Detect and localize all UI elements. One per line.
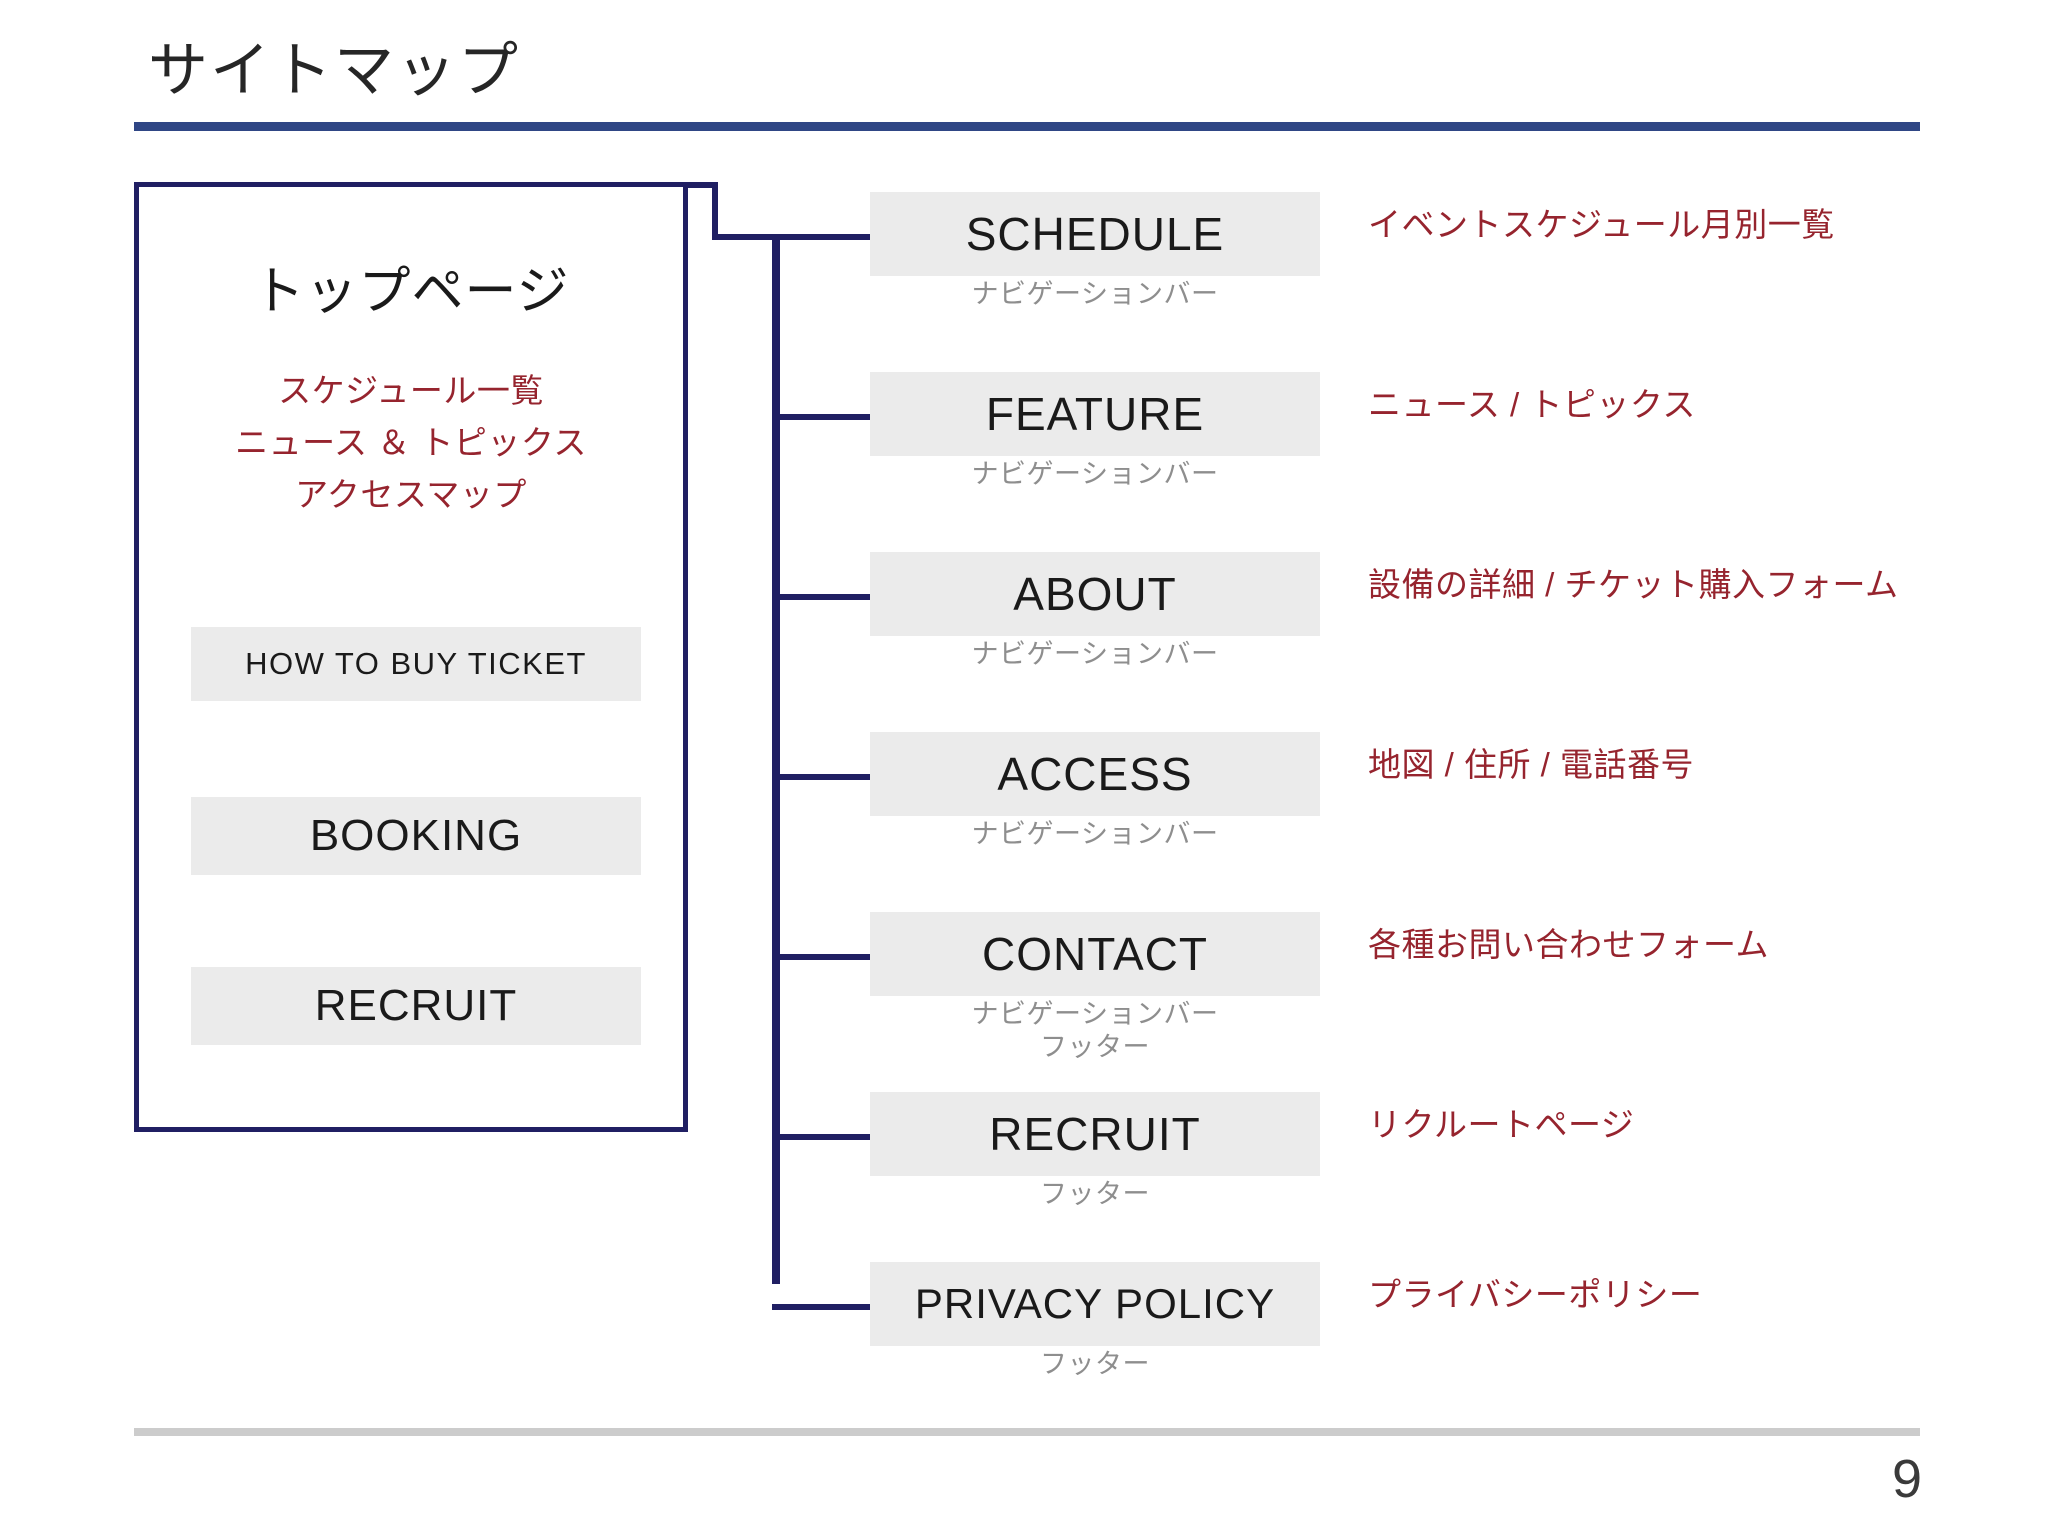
node-note-privacy-policy: プライバシーポリシー	[1368, 1276, 1703, 1313]
node-sublabel: フッター	[1040, 1031, 1150, 1062]
node-about: ABOUT ナビゲーションバー	[870, 552, 1320, 671]
top-page-chip-how-to-buy-ticket[interactable]: HOW TO BUY TICKET	[191, 627, 641, 701]
node-recruit: RECRUIT フッター	[870, 1092, 1320, 1211]
page-title: サイトマップ	[148, 37, 520, 104]
node-note-schedule: イベントスケジュール月別一覧	[1368, 206, 1835, 243]
node-sublabel: ナビゲーションバー	[971, 279, 1219, 309]
connector-branch-feature	[772, 414, 870, 420]
top-page-chip-recruit[interactable]: RECRUIT	[191, 967, 641, 1045]
connector-stub-vertical	[712, 182, 718, 240]
node-note-access: 地図 / 住所 / 電話番号	[1368, 746, 1695, 783]
top-page-link: アクセスマップ	[295, 476, 527, 514]
top-page-title: トップページ	[252, 263, 570, 321]
node-label-access[interactable]: ACCESS	[870, 732, 1320, 816]
node-sublabel: フッター	[1040, 1349, 1150, 1379]
connector-stub-horizontal	[688, 182, 718, 188]
node-feature: FEATURE ナビゲーションバー	[870, 372, 1320, 491]
top-page-link-list: スケジュール一覧 ニュース ＆ トピックス アクセスマップ	[139, 365, 683, 521]
node-sublabels-contact: ナビゲーションバー フッター	[870, 998, 1320, 1064]
connector-trunk	[772, 234, 780, 1284]
node-schedule: SCHEDULE ナビゲーションバー	[870, 192, 1320, 311]
node-label-feature[interactable]: FEATURE	[870, 372, 1320, 456]
title-divider	[134, 122, 1920, 131]
node-sublabels-access: ナビゲーションバー	[870, 818, 1320, 851]
node-label-privacy-policy[interactable]: PRIVACY POLICY	[870, 1262, 1320, 1346]
node-label-about[interactable]: ABOUT	[870, 552, 1320, 636]
node-label-contact[interactable]: CONTACT	[870, 912, 1320, 996]
page-number: 9	[1891, 1449, 1922, 1509]
top-page-chip-booking[interactable]: BOOKING	[191, 797, 641, 875]
node-sublabel: ナビゲーションバー	[971, 999, 1219, 1029]
node-sublabels-feature: ナビゲーションバー	[870, 458, 1320, 491]
connector-branch-privacy-policy	[772, 1304, 870, 1310]
top-page-link: スケジュール一覧	[278, 372, 544, 409]
node-note-recruit: リクルートページ	[1368, 1106, 1635, 1143]
top-page-link: ニュース ＆ トピックス	[235, 424, 587, 462]
node-label-recruit[interactable]: RECRUIT	[870, 1092, 1320, 1176]
node-sublabels-schedule: ナビゲーションバー	[870, 278, 1320, 311]
node-privacy-policy: PRIVACY POLICY フッター	[870, 1262, 1320, 1381]
node-sublabels-about: ナビゲーションバー	[870, 638, 1320, 671]
node-sublabel: ナビゲーションバー	[971, 459, 1219, 489]
connector-branch-schedule	[772, 234, 870, 240]
top-page-node: トップページ スケジュール一覧 ニュース ＆ トピックス アクセスマップ HOW…	[134, 182, 688, 1132]
connector-branch-about	[772, 594, 870, 600]
node-sublabel: ナビゲーションバー	[971, 819, 1219, 849]
node-note-feature: ニュース / トピックス	[1368, 386, 1696, 423]
node-note-about: 設備の詳細 / チケット購入フォーム	[1368, 566, 1899, 603]
node-sublabel: ナビゲーションバー	[971, 639, 1219, 669]
footer-divider	[134, 1428, 1920, 1436]
node-sublabel: フッター	[1040, 1179, 1150, 1209]
node-contact: CONTACT ナビゲーションバー フッター	[870, 912, 1320, 1064]
connector-branch-access	[772, 774, 870, 780]
node-sublabels-recruit: フッター	[870, 1178, 1320, 1211]
node-label-schedule[interactable]: SCHEDULE	[870, 192, 1320, 276]
connector-branch-contact	[772, 954, 870, 960]
node-access: ACCESS ナビゲーションバー	[870, 732, 1320, 851]
node-note-contact: 各種お問い合わせフォーム	[1368, 926, 1770, 963]
connector-branch-recruit	[772, 1134, 870, 1140]
node-sublabels-privacy-policy: フッター	[870, 1348, 1320, 1381]
